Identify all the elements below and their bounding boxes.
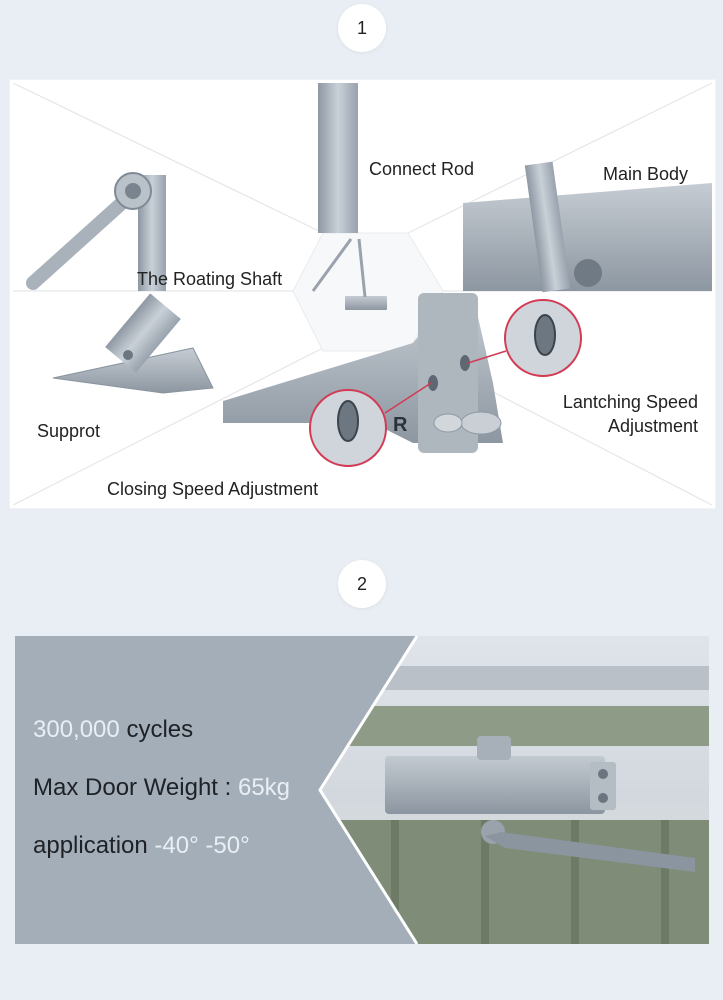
door-weight-spec: Max Door Weight : 65kg — [33, 774, 290, 802]
specs-panel: 300,000 cycles Max Door Weight : 65kg ap… — [15, 636, 709, 944]
cycles-spec: 300,000 cycles — [33, 716, 193, 744]
step-1-number: 1 — [356, 17, 367, 38]
latching-speed-label-line2: Adjustment — [607, 416, 698, 436]
application-spec: application -40° -50° — [33, 832, 250, 860]
parts-diagram-image: R — [13, 83, 712, 505]
connect-rod-label: Connect Rod — [369, 159, 475, 179]
application-label: application — [33, 832, 148, 859]
door-weight-value: 65kg — [237, 774, 291, 801]
main-body-label: Main Body — [603, 164, 689, 184]
cycles-label: cycles — [126, 716, 194, 743]
door-weight-label: Max Door Weight : — [33, 774, 232, 801]
support-label: Supprot — [37, 421, 101, 441]
application-value: -40° -50° — [154, 832, 250, 859]
rotating-shaft-label: The Roating Shaft — [137, 269, 283, 289]
step-1-badge: 1 — [338, 4, 386, 52]
installed-closer-photo — [15, 636, 709, 944]
step-2-badge: 2 — [338, 560, 386, 608]
step-2-number: 2 — [356, 573, 367, 594]
latching-speed-label-line1: Lantching Speed — [562, 392, 698, 412]
cycles-value: 300,000 — [33, 716, 120, 743]
closing-speed-label: Closing Speed Adjustment — [107, 479, 319, 499]
parts-diagram-panel: R Connect Rod Main Body The Roating Shaf… — [10, 80, 715, 508]
svg-text:R: R — [393, 414, 408, 436]
